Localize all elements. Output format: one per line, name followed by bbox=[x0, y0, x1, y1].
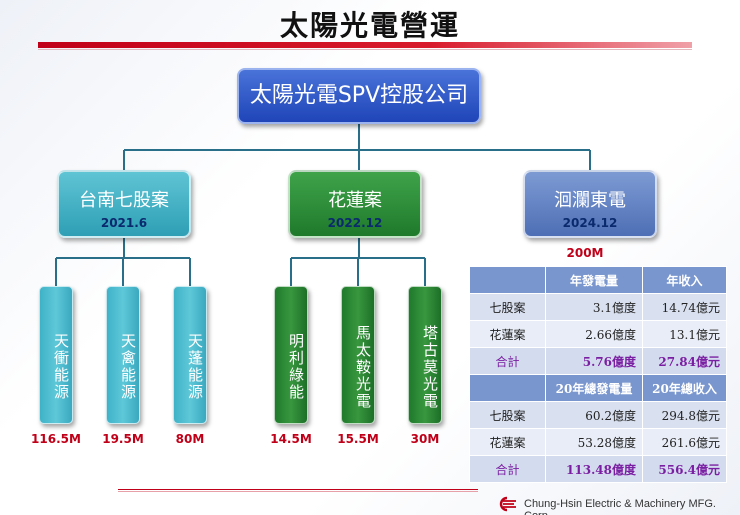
plant-node: 塔古莫光電 bbox=[408, 286, 442, 424]
table-cell: 53.28億度 bbox=[545, 428, 643, 456]
table-header-cell: 年發電量 bbox=[545, 266, 643, 294]
table-total-row: 合計 113.48億度 556.4億元 bbox=[469, 455, 728, 483]
table-cell: 13.1億元 bbox=[641, 320, 728, 348]
plant-name: 塔古莫光電 bbox=[421, 324, 439, 410]
table-cell: 七股案 bbox=[469, 293, 546, 321]
plant-node: 天衝能源 bbox=[39, 286, 73, 424]
plant-name: 天禽能源 bbox=[119, 333, 137, 401]
table-row: 七股案 60.2億度 294.8億元 bbox=[469, 401, 728, 429]
table-header-row: 20年總發電量 20年總收入 bbox=[469, 374, 728, 402]
table-cell: 3.1億度 bbox=[545, 293, 643, 321]
subsidiary-capacity: 200M bbox=[566, 246, 604, 260]
subsidiary-name: 台南七股案 bbox=[79, 190, 169, 211]
table-cell: 七股案 bbox=[469, 401, 546, 429]
table-cell: 5.76億度 bbox=[545, 347, 643, 375]
plant-name: 天衝能源 bbox=[52, 333, 70, 401]
subsidiary-date: 2022.12 bbox=[327, 216, 383, 230]
company-logo-icon bbox=[499, 496, 516, 512]
subsidiary-date: 2021.6 bbox=[100, 216, 148, 230]
footer-divider bbox=[118, 489, 478, 490]
table-header-cell: 20年總收入 bbox=[641, 374, 728, 402]
subsidiary-date: 2024.12 bbox=[562, 216, 618, 230]
plant-node: 明利綠能 bbox=[274, 286, 308, 424]
table-cell: 556.4億元 bbox=[641, 455, 728, 483]
plant-node: 馬太鞍光電 bbox=[341, 286, 375, 424]
table-cell: 113.48億度 bbox=[545, 455, 643, 483]
plant-capacity: 15.5M bbox=[337, 432, 379, 446]
plant-capacity: 80M bbox=[175, 432, 205, 446]
table-total-row: 合計 5.76億度 27.84億元 bbox=[469, 347, 728, 375]
table-cell: 花蓮案 bbox=[469, 320, 546, 348]
plant-capacity: 116.5M bbox=[31, 432, 81, 446]
table-header-cell bbox=[469, 374, 546, 402]
table-cell: 14.74億元 bbox=[641, 293, 728, 321]
plant-name: 明利綠能 bbox=[287, 333, 305, 401]
table-cell: 花蓮案 bbox=[469, 428, 546, 456]
table-header-row: 年發電量 年收入 bbox=[469, 266, 728, 294]
company-name: Chung-Hsin Electric & Machinery MFG. Cor… bbox=[524, 498, 716, 515]
table-header-cell: 年收入 bbox=[641, 266, 728, 294]
table-cell: 2.66億度 bbox=[545, 320, 643, 348]
table-row: 七股案 3.1億度 14.74億元 bbox=[469, 293, 728, 321]
plant-capacity: 14.5M bbox=[270, 432, 312, 446]
subsidiary-hoilan: 洄瀾東電 2024.12 bbox=[523, 170, 657, 238]
page-title: 太陽光電營運 bbox=[279, 9, 460, 42]
table-cell: 合計 bbox=[469, 347, 546, 375]
table-cell: 60.2億度 bbox=[545, 401, 643, 429]
table-header-cell bbox=[469, 266, 546, 294]
table-cell: 261.6億元 bbox=[641, 428, 728, 456]
generation-revenue-table: 年發電量 年收入 七股案 3.1億度 14.74億元 花蓮案 2.66億度 13… bbox=[469, 266, 728, 483]
root-label: 太陽光電SPV控股公司 bbox=[249, 83, 469, 108]
title-underline-thin bbox=[38, 49, 692, 50]
title-underline bbox=[38, 42, 692, 48]
table-cell: 294.8億元 bbox=[641, 401, 728, 429]
table-cell: 27.84億元 bbox=[641, 347, 728, 375]
plant-name: 天蓬能源 bbox=[186, 333, 204, 401]
subsidiary-name: 花蓮案 bbox=[328, 190, 382, 211]
plant-capacity: 30M bbox=[410, 432, 440, 446]
table-row: 花蓮案 2.66億度 13.1億元 bbox=[469, 320, 728, 348]
subsidiary-name: 洄瀾東電 bbox=[554, 190, 626, 211]
plant-node: 天蓬能源 bbox=[173, 286, 207, 424]
footer-divider-thin bbox=[118, 491, 478, 492]
table-row: 花蓮案 53.28億度 261.6億元 bbox=[469, 428, 728, 456]
subsidiary-hualien: 花蓮案 2022.12 bbox=[288, 170, 422, 238]
root-node: 太陽光電SPV控股公司 bbox=[237, 68, 481, 124]
subsidiary-tainan: 台南七股案 2021.6 bbox=[57, 170, 191, 238]
table-header-cell: 20年總發電量 bbox=[545, 374, 643, 402]
plant-name: 馬太鞍光電 bbox=[354, 324, 372, 410]
plant-node: 天禽能源 bbox=[106, 286, 140, 424]
plant-capacity: 19.5M bbox=[102, 432, 144, 446]
table-cell: 合計 bbox=[469, 455, 546, 483]
